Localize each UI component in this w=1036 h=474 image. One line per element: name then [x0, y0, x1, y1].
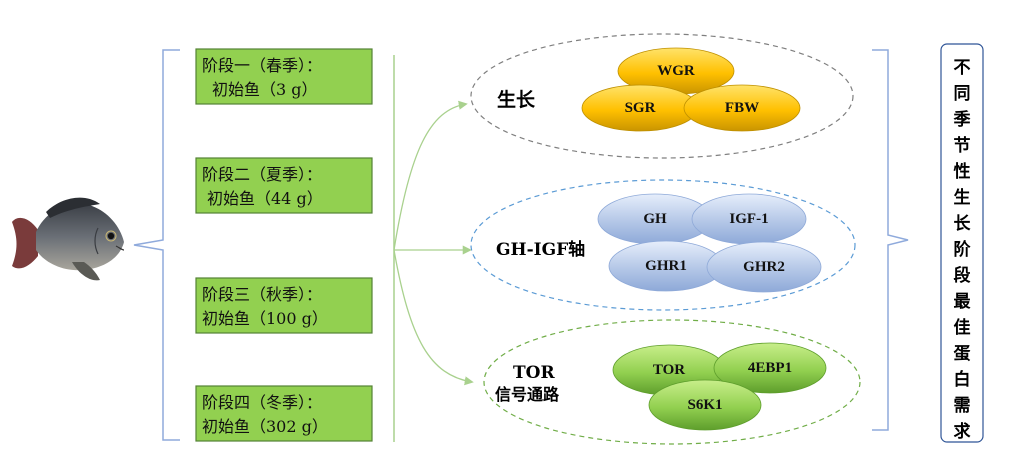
pill-s6k1-label: S6K1	[687, 397, 722, 413]
pill-fbw-label: FBW	[725, 100, 759, 116]
pill-ghr2-label: GHR2	[743, 259, 785, 275]
pill-sgr-label: SGR	[625, 100, 656, 116]
pill-tor-label: TOR	[653, 362, 685, 378]
pill-wgr-label: WGR	[657, 63, 695, 79]
stage-box-2: 阶段二（夏季）： 初始鱼（44 g）	[195, 157, 373, 214]
conclusion-char: 白	[954, 369, 971, 390]
gh-igf-label: GH-IGF轴	[496, 239, 585, 260]
pill-igf1-label: IGF-1	[729, 211, 768, 227]
conclusion-char: 长	[954, 213, 972, 234]
stage-1-season: 阶段一（春季）：	[202, 56, 322, 75]
stage-3-weight: 初始鱼（100 g）	[202, 309, 328, 328]
stage-4-season: 阶段四（冬季）：	[202, 393, 322, 412]
pill-igf1: IGF-1	[691, 193, 807, 245]
conclusion-char: 不	[954, 58, 971, 78]
pill-gh: GH	[597, 193, 713, 245]
gh-igf-dashed-ellipse	[470, 179, 856, 311]
pill-ghr1: GHR1	[608, 240, 724, 292]
pill-gh-label: GH	[643, 211, 667, 227]
conclusion-char: 节	[954, 135, 971, 156]
pill-ghr2: GHR2	[706, 241, 822, 293]
stage-3-season: 阶段三（秋季）：	[202, 285, 322, 304]
stage-1-weight: 初始鱼（3 g）	[212, 80, 318, 99]
arrow-to-growth	[393, 100, 468, 251]
conclusion-char: 佳	[954, 317, 971, 338]
growth-label: 生长	[497, 88, 536, 111]
pill-4ebp1: 4EBP1	[713, 342, 827, 394]
pill-sgr: SGR	[581, 84, 699, 132]
pill-s6k1: S6K1	[648, 379, 762, 431]
growth-dashed-ellipse	[470, 33, 854, 159]
conclusion-char: 生	[954, 187, 971, 208]
tor-dashed-ellipse	[483, 319, 861, 445]
pill-ghr1-label: GHR1	[645, 258, 687, 274]
right-bracket	[872, 49, 909, 431]
conclusion-char: 蛋	[954, 344, 971, 364]
tilapia-fish-icon	[12, 197, 125, 281]
stage-box-4: 阶段四（冬季）： 初始鱼（302 g）	[195, 385, 373, 442]
group-growth: 生长 WGR SGR FBW	[470, 33, 854, 159]
conclusion-char: 阶	[954, 239, 972, 260]
group-tor: TOR 信号通路 TOR 4EBP1 S6K1	[483, 319, 861, 445]
stage-2-season: 阶段二（夏季）：	[202, 165, 322, 184]
conclusion-char: 同	[954, 84, 971, 104]
pill-4ebp1-label: 4EBP1	[748, 360, 792, 376]
stage-box-1: 阶段一（春季）： 初始鱼（3 g）	[195, 48, 373, 105]
arrow-to-tor	[393, 249, 474, 386]
tor-label-line2: 信号通路	[495, 385, 560, 404]
conclusion-char: 最	[954, 292, 972, 312]
pill-fbw: FBW	[683, 84, 801, 132]
group-gh-igf: GH-IGF轴 GH IGF-1 GHR1 GHR2	[470, 179, 856, 311]
conclusion-char: 性	[954, 161, 971, 182]
stage-box-3: 阶段三（秋季）： 初始鱼（100 g）	[195, 277, 373, 334]
conclusion-char: 需	[954, 396, 971, 416]
stage-2-weight: 初始鱼（44 g）	[207, 189, 323, 208]
conclusion-char: 季	[954, 109, 971, 130]
conclusion-char: 求	[954, 421, 971, 442]
tor-label-line1: TOR	[513, 363, 555, 383]
left-bracket	[133, 49, 180, 441]
stage-4-weight: 初始鱼（302 g）	[202, 417, 328, 436]
conclusion-char: 段	[954, 265, 971, 286]
